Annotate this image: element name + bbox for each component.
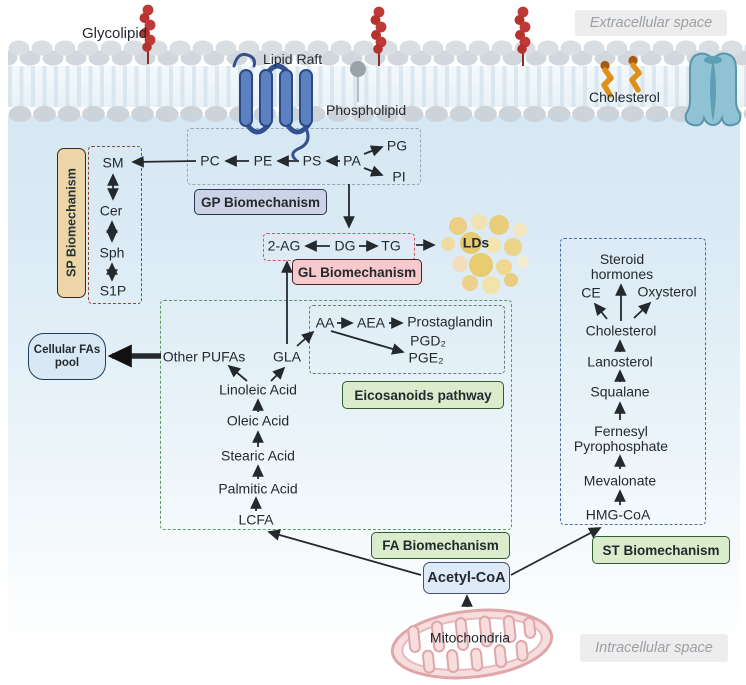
gl-title: GL Biomechanism: [292, 259, 422, 285]
node-hmg-coa: HMG-CoA: [585, 506, 651, 523]
node-other-pufas: Other PUFAs: [162, 348, 246, 365]
sp-pathway-box: [88, 146, 142, 304]
lipid-raft-protein-icon: [232, 52, 313, 160]
node-dg: DG: [334, 237, 356, 254]
node-lds: LDs: [462, 234, 490, 251]
gp-arrows: [131, 145, 384, 229]
node-pge2: PGE₂: [408, 349, 444, 366]
node-sph: Sph: [99, 244, 125, 261]
node-pgd2: PGD₂: [410, 332, 446, 349]
glycolipid-label: Glycolipid: [82, 25, 148, 42]
intracellular-space-label: Intracellular space: [580, 634, 728, 662]
node-aa: AA: [315, 314, 335, 331]
sp-arrows: [106, 173, 119, 282]
phospholipid-label: Phospholipid: [326, 102, 407, 118]
fa-title: FA Biomechanism: [371, 532, 510, 559]
node-steroid-hormones: Steroid hormones: [590, 251, 654, 282]
acetyl-coa-box: Acetyl-CoA: [423, 562, 510, 594]
node-palmitic-acid: Palmitic Acid: [218, 480, 298, 497]
node-cer: Cer: [99, 202, 123, 219]
extracellular-space-label: Extracellular space: [575, 10, 727, 36]
node-mevalonate: Mevalonate: [583, 472, 657, 489]
st-arrows: [593, 283, 652, 505]
node-prostaglandin: Prostaglandin: [407, 313, 493, 330]
sp-title: SP Biomechanism: [57, 148, 86, 298]
lipid-raft-label: Lipid Raft: [263, 51, 323, 67]
node-oleic-acid: Oleic Acid: [226, 412, 290, 429]
node-pa: PA: [343, 152, 361, 169]
gl-arrows: [281, 239, 436, 344]
lipid-droplets-icon: [441, 214, 529, 294]
node-gla: GLA: [272, 348, 302, 365]
node-sm: SM: [102, 154, 124, 171]
node-cholesterol: Cholesterol: [585, 322, 657, 339]
node-2ag: 2-AG: [267, 237, 301, 254]
gp-title: GP Biomechanism: [194, 189, 327, 215]
node-stearic-acid: Stearic Acid: [221, 447, 295, 464]
node-squalane: Squalane: [590, 383, 650, 400]
node-s1p: S1P: [99, 282, 127, 299]
node-pe: PE: [253, 152, 273, 169]
mitochondria-label: Mitochondria: [429, 629, 511, 646]
st-pathway-box: [560, 238, 706, 525]
membrane-tails: [8, 66, 746, 107]
node-aea: AEA: [356, 314, 386, 331]
membrane-inner-leaflet: [8, 105, 746, 125]
cholesterol-label: Cholesterol: [589, 89, 660, 105]
node-farnesyl-pyrophosphate: Fernesyl Pyrophosphate: [573, 423, 669, 454]
node-ce: CE: [581, 284, 601, 301]
node-pi: PI: [392, 168, 406, 185]
fa-arrows: [227, 364, 286, 511]
node-pg: PG: [386, 137, 408, 154]
acetyl-coa-arrows: [267, 527, 602, 607]
node-ps: PS: [302, 152, 322, 169]
st-title: ST Biomechanism: [592, 536, 730, 564]
node-oxysterol: Oxysterol: [637, 283, 697, 300]
mitochondria-icon: [390, 608, 554, 680]
channel-protein-icon: [684, 52, 742, 127]
node-lanosterol: Lanosterol: [587, 353, 653, 370]
node-pc: PC: [200, 152, 220, 169]
eicosanoid-arrows: [296, 317, 405, 355]
node-lcfa: LCFA: [238, 511, 274, 528]
phospholipid-icon: [350, 61, 366, 102]
node-linoleic-acid: Linoleic Acid: [219, 381, 297, 398]
node-tg: TG: [381, 237, 401, 254]
fa-pathway-box: [160, 300, 512, 530]
eicosanoids-title: Eicosanoids pathway: [342, 381, 504, 409]
cellular-fas-pool-box: Cellular FAs pool: [28, 333, 106, 380]
